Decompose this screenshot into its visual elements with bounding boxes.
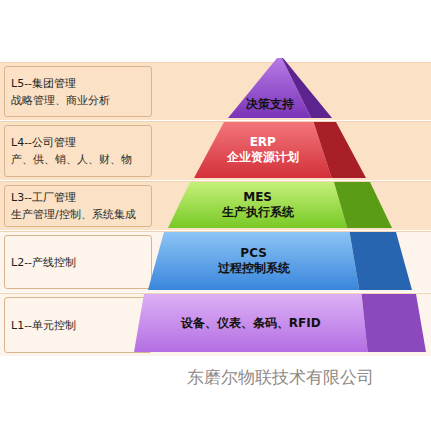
level-label-box: L1--单元控制 bbox=[4, 297, 152, 353]
layer-side-face bbox=[314, 122, 366, 178]
level-description: 产、供、销、人、财、物 bbox=[11, 152, 145, 167]
layer-text-box: 设备、仪表、条码、RFID bbox=[134, 294, 368, 352]
pyramid-layer: MES生产执行系统 bbox=[168, 182, 392, 228]
level-label-box: L3--工厂管理生产管理/控制、系统集成 bbox=[4, 185, 152, 227]
layer-text-box: PCS过程控制系统 bbox=[148, 232, 359, 290]
level-name: L2--产线控制 bbox=[11, 255, 145, 270]
system-name: 决策支持 bbox=[246, 97, 294, 112]
level-label-box: L4--公司管理产、供、销、人、财、物 bbox=[4, 125, 152, 177]
level-band: L5--集团管理战略管理、商业分析 bbox=[0, 62, 431, 120]
level-label-box: L2--产线控制 bbox=[4, 235, 152, 289]
system-name: MES bbox=[243, 190, 272, 205]
level-description: 生产管理/控制、系统集成 bbox=[11, 207, 145, 222]
layer-front-face bbox=[194, 122, 332, 178]
pyramid-layer: 设备、仪表、条码、RFID bbox=[134, 294, 426, 352]
level-name: L3--工厂管理 bbox=[11, 190, 145, 205]
system-description: 生产执行系统 bbox=[222, 205, 294, 220]
layer-text-box: MES生产执行系统 bbox=[168, 182, 347, 228]
system-description: 过程控制系统 bbox=[218, 261, 290, 276]
layer-front-face bbox=[168, 182, 347, 228]
pyramid-layer: ERP企业资源计划 bbox=[194, 122, 366, 178]
layer-front-face bbox=[134, 294, 368, 352]
level-name: L4--公司管理 bbox=[11, 135, 145, 150]
watermark: 东磨尔物联技术有限公司 bbox=[187, 366, 374, 389]
layer-text-box: 决策支持 bbox=[228, 58, 311, 118]
layer-front-face bbox=[148, 232, 359, 290]
system-name: ERP bbox=[250, 135, 276, 150]
level-description: 战略管理、商业分析 bbox=[11, 93, 145, 108]
level-name: L5--集团管理 bbox=[11, 76, 145, 91]
layer-text-box: ERP企业资源计划 bbox=[194, 122, 332, 178]
layer-side-face bbox=[362, 294, 426, 352]
system-name: PCS bbox=[240, 246, 266, 261]
pyramid-layer: PCS过程控制系统 bbox=[148, 232, 412, 290]
layer-side-face bbox=[350, 232, 412, 290]
level-label-box: L5--集团管理战略管理、商业分析 bbox=[4, 66, 152, 117]
system-name: 设备、仪表、条码、RFID bbox=[181, 316, 321, 331]
layer-side-face bbox=[334, 182, 392, 228]
pyramid-layer: 决策支持 bbox=[228, 58, 332, 118]
system-description: 企业资源计划 bbox=[227, 150, 299, 165]
level-name: L1--单元控制 bbox=[11, 318, 145, 333]
